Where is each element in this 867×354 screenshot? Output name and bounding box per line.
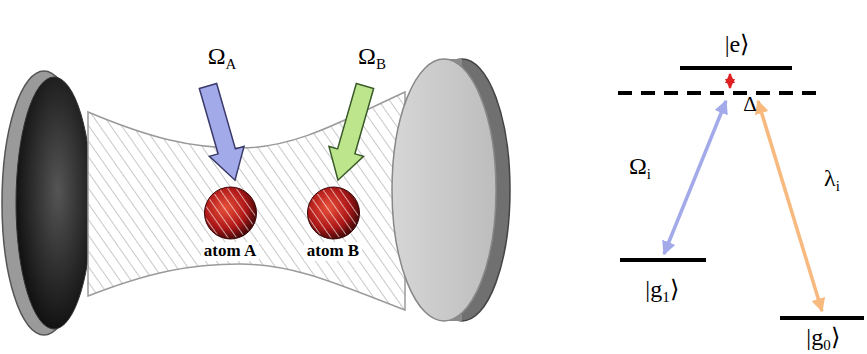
symbol: |g — [806, 324, 823, 350]
subscript: B — [376, 56, 386, 72]
atom-node: atom A — [199, 185, 262, 263]
symbol: Ω — [629, 153, 647, 179]
atom-label: atom B — [304, 242, 362, 261]
level-label: |g0⟩ — [806, 325, 839, 353]
atom-node: atom B — [302, 185, 365, 263]
symbol: ⟩ — [670, 276, 679, 302]
rabi-label: Ωi — [629, 154, 651, 182]
symbol: Ω — [208, 43, 226, 69]
atom-sphere — [302, 185, 365, 241]
level-scheme — [618, 68, 864, 318]
level-label: |g1⟩ — [645, 277, 678, 305]
pump-arrow-a — [191, 81, 253, 185]
symbol: |g — [645, 276, 662, 302]
level-label: |e⟩ — [725, 32, 749, 56]
symbol: Δ — [743, 92, 757, 116]
atom-label: atom A — [201, 242, 259, 261]
symbol: ⟩ — [831, 324, 840, 350]
symbol: λ — [824, 165, 836, 191]
rabi-label: ΩB — [358, 44, 386, 72]
symbol: Ω — [358, 43, 376, 69]
subscript: i — [836, 178, 840, 194]
atom-sphere — [199, 185, 262, 241]
pump-arrow-b — [321, 81, 383, 185]
subscript: A — [226, 56, 237, 72]
subscript: i — [647, 166, 651, 182]
subscript: 0 — [823, 337, 831, 353]
symbol: |e⟩ — [725, 31, 749, 57]
left-mirror — [2, 71, 92, 335]
right-mirror — [392, 59, 510, 321]
rabi-label: ΩA — [208, 44, 237, 72]
subscript: 1 — [662, 289, 670, 305]
coupling-label: λi — [824, 166, 840, 194]
detuning-label: Δ — [743, 94, 757, 115]
